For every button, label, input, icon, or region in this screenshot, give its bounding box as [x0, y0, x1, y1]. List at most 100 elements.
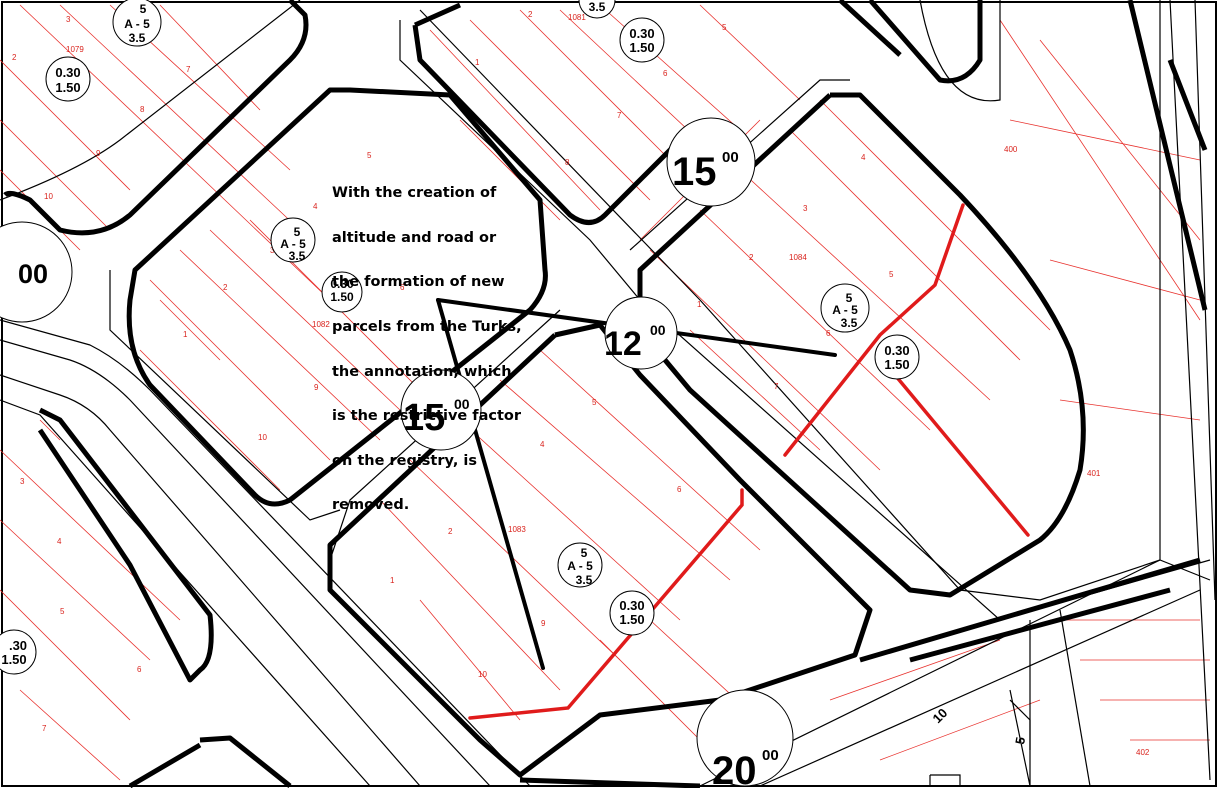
svg-text:5: 5	[581, 546, 588, 560]
zoning-labels: 5 A - 5 3.5 5 A - 5 3.5 5 A - 5 3.5 5 A …	[112, 0, 870, 588]
svg-text:A - 5: A - 5	[832, 303, 858, 317]
parcel-number: 1	[390, 576, 395, 585]
svg-text:1.50: 1.50	[55, 80, 80, 95]
svg-text:12: 12	[604, 325, 642, 363]
annotation-line: parcels from the Turks,	[332, 319, 522, 336]
svg-text:1.50: 1.50	[330, 290, 354, 304]
block-number: 1082	[312, 320, 330, 329]
zone-max-height: 3.5	[589, 0, 606, 14]
ratio-label: 0.30 1.50	[321, 271, 363, 313]
parcel-number: 6	[137, 665, 142, 674]
parcel-number: 8	[140, 105, 145, 114]
parcel-number: 8	[565, 158, 570, 167]
svg-text:0.30: 0.30	[55, 65, 80, 80]
svg-text:A - 5: A - 5	[124, 17, 150, 31]
parcel-number: 10	[258, 433, 267, 442]
road-width-15-top: 15 00	[666, 117, 756, 207]
svg-text:0.30: 0.30	[330, 277, 354, 291]
annotation-note: With the creation of altitude and road o…	[332, 160, 542, 539]
annotation-line: the formation of new	[332, 274, 505, 291]
parcel-number: 2	[223, 283, 228, 292]
parcel-number: 2	[448, 527, 453, 536]
zoning-label: 5 A - 5 3.5	[270, 217, 316, 263]
partial-zone-label: 3.5	[578, 0, 616, 19]
road-width-labels: 15 00 15 00 12 00 20 00 00	[0, 117, 794, 793]
parcel-number: 9	[541, 619, 546, 628]
svg-text:1.50: 1.50	[619, 612, 644, 627]
parcel-number: 10	[44, 192, 53, 201]
block-number: 402	[1136, 748, 1150, 757]
svg-text:3.5: 3.5	[841, 316, 858, 330]
annotation-line: is the restrictive factor	[332, 408, 522, 425]
svg-text:00: 00	[762, 747, 779, 764]
parcel-number: 3	[20, 477, 25, 486]
parcel-number: 5	[889, 270, 894, 279]
svg-text:0.30: 0.30	[884, 343, 909, 358]
parcel-number: 3	[66, 15, 71, 24]
parcel-number: 3	[803, 204, 808, 213]
svg-text:1.50: 1.50	[884, 357, 909, 372]
svg-text:1.50: 1.50	[629, 40, 654, 55]
ratio-label: 0.30 1.50	[609, 590, 655, 636]
block-number: 1084	[789, 253, 807, 262]
svg-text:.30: .30	[9, 638, 27, 653]
parcel-number: 5	[722, 23, 727, 32]
svg-text:00: 00	[722, 149, 739, 166]
parcel-number: 1	[475, 58, 480, 67]
parcel-number: 4	[861, 153, 866, 162]
proposed-red-lines	[468, 203, 1030, 720]
svg-text:15: 15	[403, 397, 445, 439]
svg-text:20: 20	[712, 749, 757, 788]
svg-text:00: 00	[650, 322, 666, 338]
parcel-number: 9	[96, 149, 101, 158]
parcel-number: 7	[42, 724, 47, 733]
ratio-label: 0.30 1.50	[874, 334, 920, 380]
parcel-number: 9	[314, 383, 319, 392]
svg-text:5: 5	[140, 2, 147, 16]
parcel-number: 7	[617, 111, 622, 120]
road-width-15-mid: 15 00	[400, 369, 482, 451]
parcel-number: 4	[540, 440, 545, 449]
svg-text:3.5: 3.5	[129, 31, 146, 45]
ratio-label: .30 1.50	[0, 629, 37, 675]
ratio-label: 0.30 1.50	[45, 56, 91, 102]
zoning-label: 5 A - 5 3.5	[112, 0, 162, 47]
block-number: 1079	[66, 45, 84, 54]
parcel-number: 6	[677, 485, 682, 494]
svg-text:00: 00	[454, 396, 470, 412]
svg-text:A - 5: A - 5	[567, 559, 593, 573]
parcel-number: 2	[749, 253, 754, 262]
parcel-number: 2	[528, 10, 533, 19]
parcel-number: 4	[57, 537, 62, 546]
parcel-number: 2	[12, 53, 17, 62]
annotation-line: altitude and road or	[332, 229, 497, 246]
zoning-label: 5 A - 5 3.5	[820, 283, 870, 333]
svg-text:15: 15	[672, 150, 717, 194]
road-width-20: 20 00	[696, 689, 794, 793]
ratio-label: 0.30 1.50	[619, 17, 665, 63]
parcel-number: 1	[183, 330, 188, 339]
svg-text:1.50: 1.50	[1, 652, 26, 667]
parcel-number: 6	[826, 329, 831, 338]
svg-text:5: 5	[846, 291, 853, 305]
annotation-line: removed.	[332, 497, 410, 514]
svg-text:3.5: 3.5	[576, 573, 593, 587]
annotation-line: the annotation, which	[332, 363, 512, 380]
svg-text:3.5: 3.5	[289, 249, 306, 263]
block-number: 400	[1004, 145, 1018, 154]
parcel-number: 5	[367, 151, 372, 160]
parcel-number: 10	[478, 670, 487, 679]
block-number: 1083	[508, 525, 526, 534]
annotation-line: With the creation of	[332, 185, 497, 202]
ratio-labels: 0.30 1.50 0.30 1.50 0.30 1.50 0.30 1.50 …	[0, 17, 920, 675]
parcel-number: 4	[313, 202, 318, 211]
svg-text:5: 5	[294, 225, 301, 239]
parcel-number: 7	[774, 382, 779, 391]
parcel-numbers: 3 2 7 8 9 10 1079 2 1 5 6 7 8 1081 5 4 3…	[12, 10, 1150, 757]
parcel-number: 6	[400, 283, 405, 292]
svg-text:0.30: 0.30	[619, 598, 644, 613]
annotation-line: on the registry, is	[332, 452, 477, 469]
